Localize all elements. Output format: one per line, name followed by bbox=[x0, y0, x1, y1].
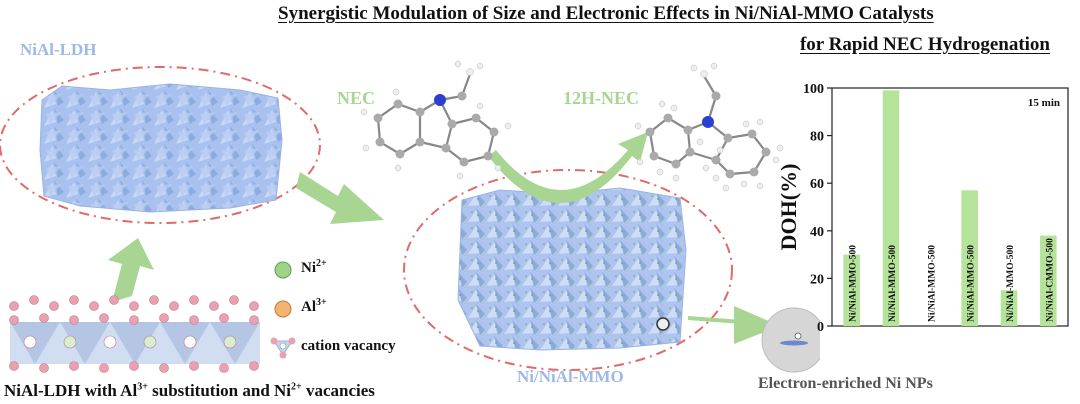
mmo-label: Ni/NiAl-MMO bbox=[517, 367, 624, 386]
y-tick-label-0: 0 bbox=[817, 320, 824, 335]
nec-label: NEC bbox=[337, 88, 376, 108]
legend-vacancy-label: cation vacancy bbox=[301, 338, 396, 354]
bar-1 bbox=[882, 90, 900, 326]
legend-al-label: Al3+ bbox=[301, 297, 327, 315]
bottom-caption: NiAl-LDH with Al3+ substitution and Ni2+… bbox=[4, 381, 375, 400]
electron-enriched-label: Electron-enriched Ni NPs bbox=[758, 375, 933, 392]
bar-label-5: Ni/NiAl-CMMO-500 bbox=[1045, 238, 1055, 322]
bar-label-0: Ni/NiAl-MMO-500 bbox=[849, 245, 859, 322]
y-axis-label: DOH(%) bbox=[776, 164, 801, 251]
bar-label-3: Ni/NiAl-MMO-500 bbox=[967, 245, 977, 322]
up-arrow bbox=[108, 238, 154, 302]
ldh-sheet-group bbox=[0, 66, 321, 224]
hydrogenation-arrow bbox=[488, 132, 648, 203]
y-tick-label-2: 40 bbox=[810, 225, 824, 240]
h12nec-label: 12H-NEC bbox=[563, 88, 639, 108]
title-line-2: for Rapid NEC Hydrogenation bbox=[799, 34, 1050, 55]
right-arrow bbox=[296, 172, 384, 224]
ldh-label: NiAl-LDH bbox=[20, 40, 97, 59]
y-tick-label-1: 20 bbox=[810, 272, 824, 287]
plot-frame bbox=[831, 87, 1069, 327]
bar-label-4: Ni/NiAl-MMO-500 bbox=[1006, 245, 1016, 322]
legend-ni-label: Ni2+ bbox=[301, 258, 327, 276]
bar-5 bbox=[1040, 235, 1057, 326]
legend-symbols bbox=[270, 261, 296, 359]
mmo-sheet-group bbox=[403, 169, 733, 371]
schematic-illustration bbox=[0, 60, 820, 373]
np-arrow bbox=[734, 306, 780, 344]
electron-enriched-np bbox=[761, 307, 820, 373]
y-tick-label-4: 80 bbox=[810, 130, 824, 145]
ldh-lattice bbox=[9, 295, 260, 373]
y-tick-label-3: 60 bbox=[810, 177, 824, 192]
chart-annotation: 15 min bbox=[1028, 97, 1060, 109]
bar-3 bbox=[961, 190, 978, 326]
nec-atoms bbox=[373, 91, 499, 167]
title-line-1: Synergistic Modulation of Size and Elect… bbox=[278, 3, 934, 24]
bar-4 bbox=[1000, 290, 1018, 326]
y-tick-label-5: 100 bbox=[803, 82, 824, 97]
bar-label-2: Ni/NiAl-MMO-500 bbox=[927, 245, 937, 322]
bar-label-1: Ni/NiAl-MMO-500 bbox=[888, 245, 898, 322]
bar-0 bbox=[843, 254, 860, 326]
